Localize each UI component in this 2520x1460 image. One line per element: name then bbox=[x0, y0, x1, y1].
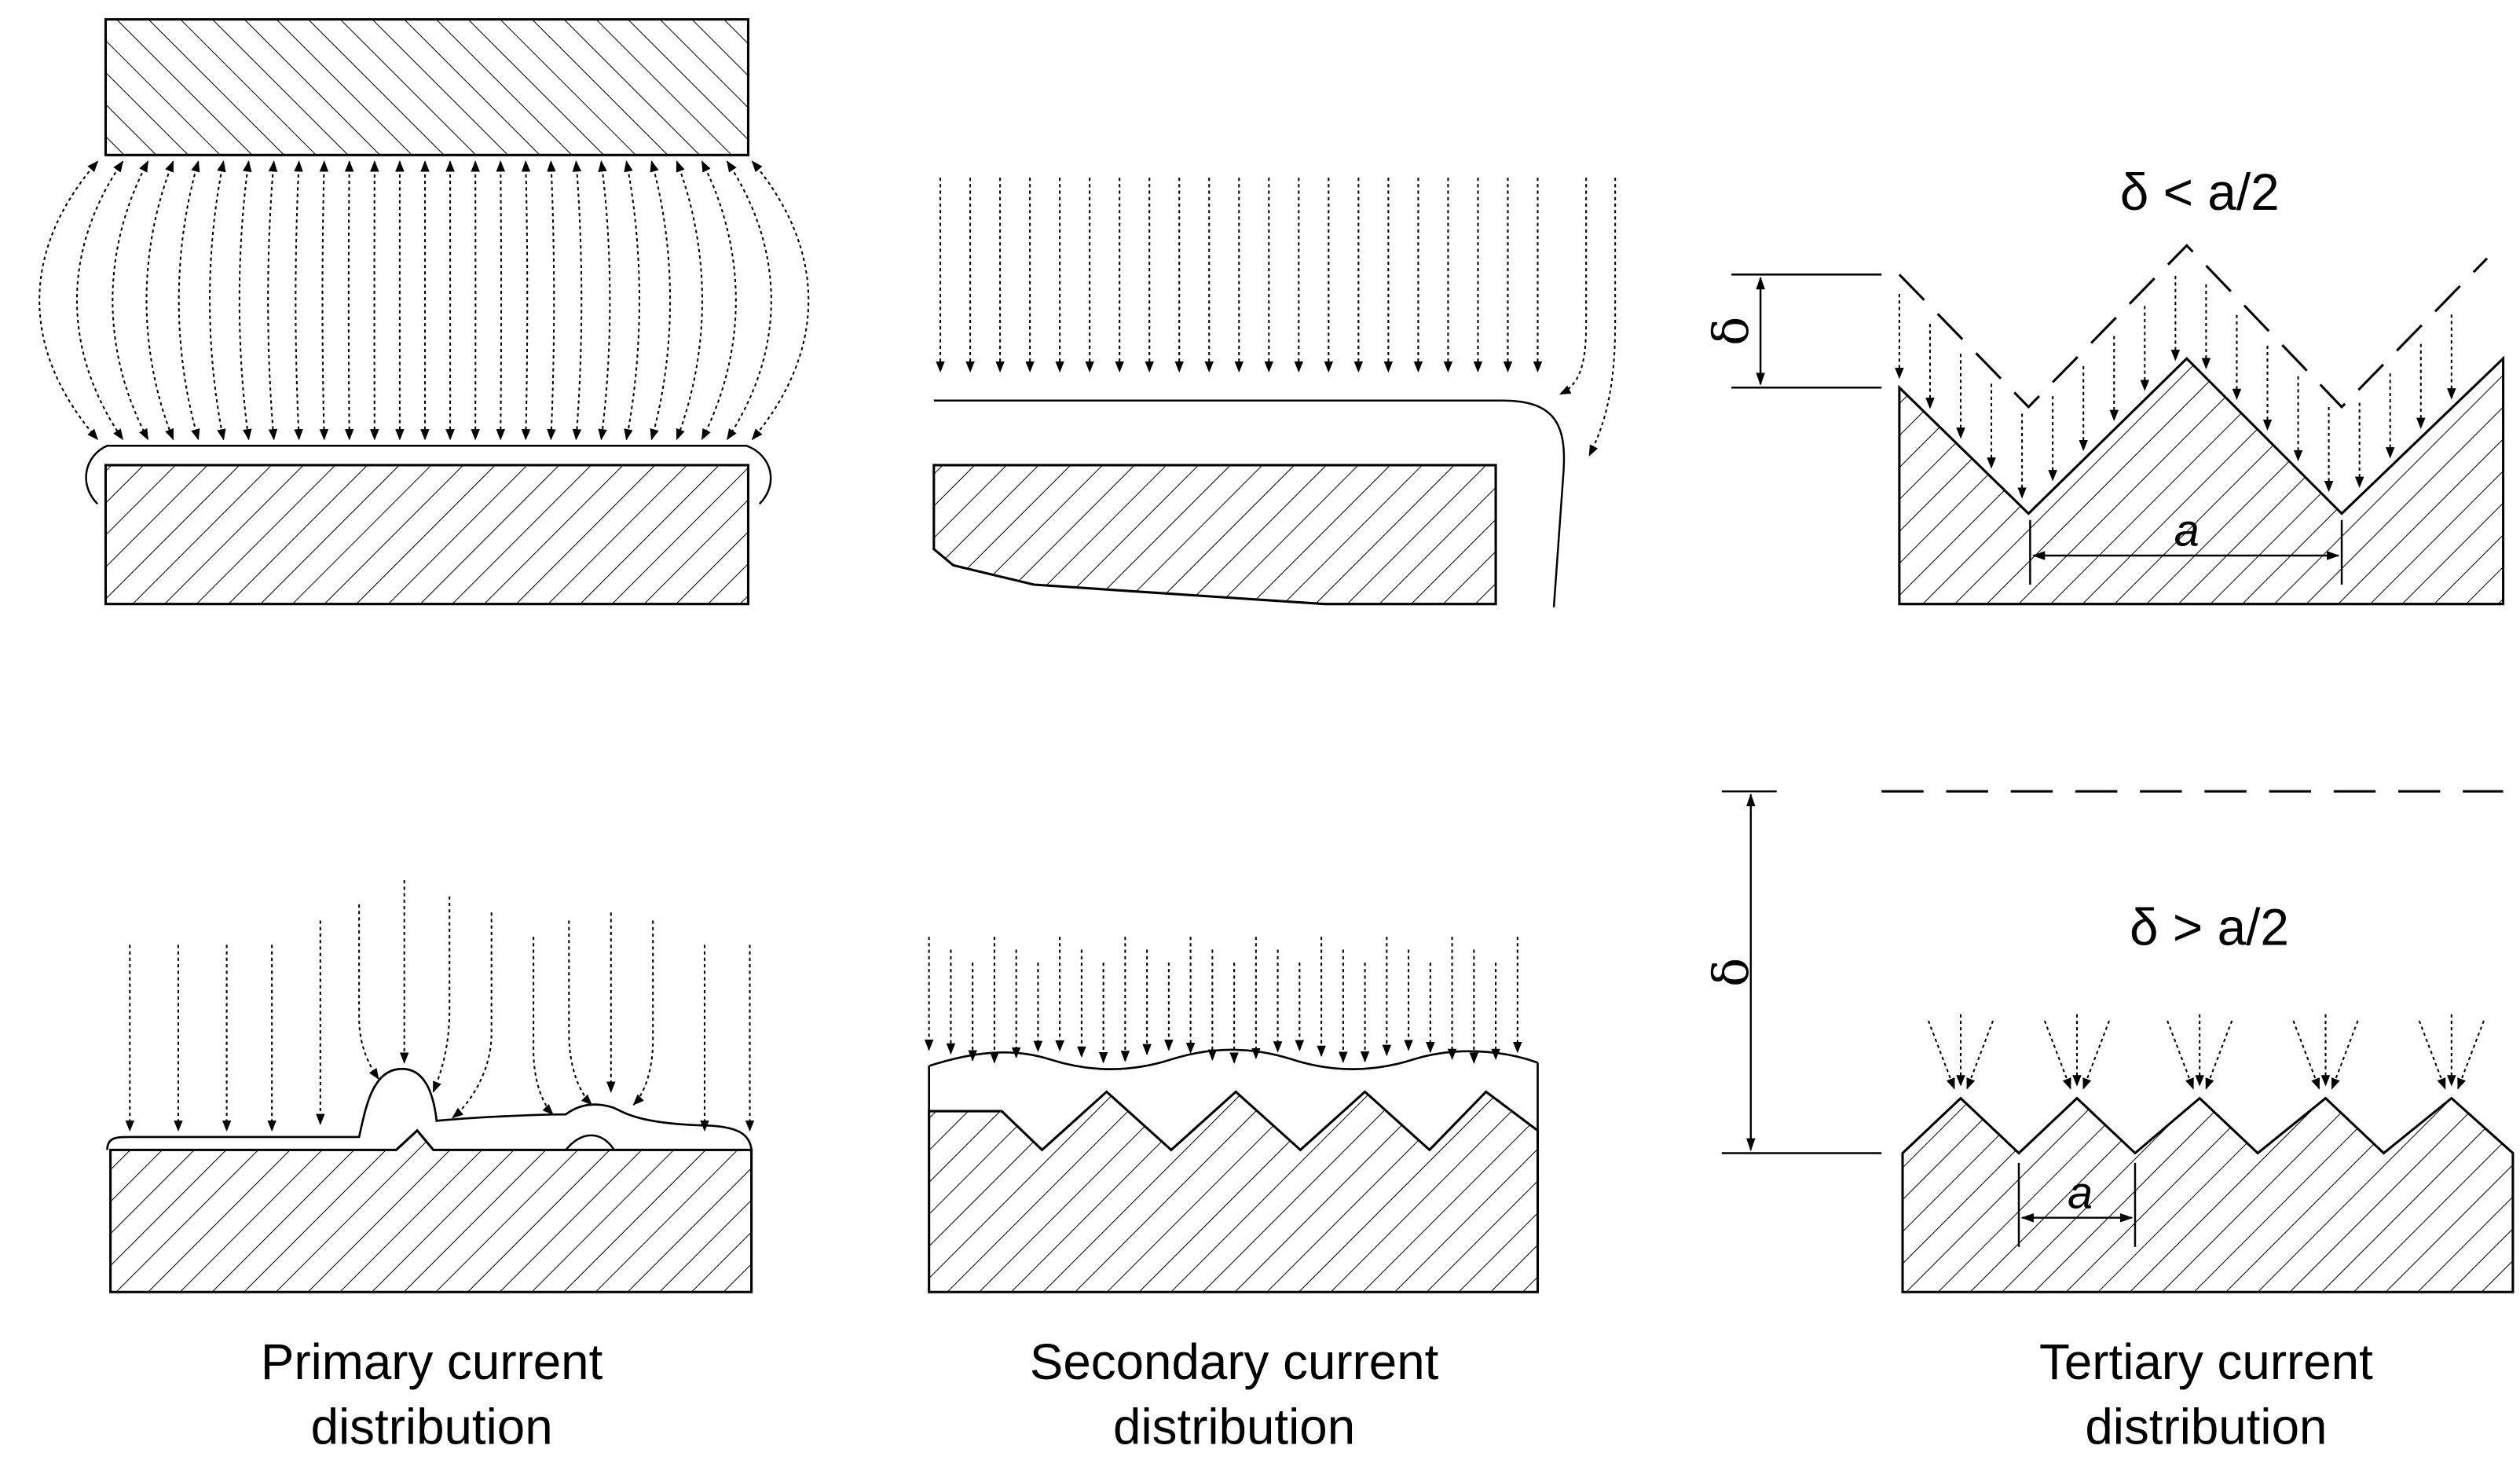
tertiary-top-electrode bbox=[1898, 355, 2505, 606]
current-line-arrow bbox=[2205, 1020, 2233, 1090]
primary-deposit-profile bbox=[106, 1068, 753, 1150]
secondary-smooth-boundary bbox=[929, 1048, 1538, 1070]
primary-deposit-inner bbox=[110, 1128, 752, 1151]
secondary-top-panel bbox=[932, 178, 1617, 607]
current-line-arrow bbox=[598, 160, 611, 441]
current-line-arrow bbox=[267, 160, 278, 441]
primary-anode-block bbox=[104, 18, 750, 156]
current-line-arrow bbox=[572, 160, 583, 441]
current-line-arrow bbox=[1966, 1020, 1994, 1090]
current-line-arrow bbox=[547, 160, 556, 441]
current-line-arrow bbox=[521, 160, 531, 441]
spacing-label-top: a bbox=[2174, 506, 2200, 556]
current-line-arrow bbox=[2167, 1020, 2194, 1090]
current-line-arrow bbox=[38, 160, 99, 441]
secondary-bottom-panel: Secondary current distribution bbox=[924, 937, 1540, 1454]
delta-label-bottom: δ bbox=[1703, 958, 1760, 987]
secondary-bottom-field-lines bbox=[924, 937, 1522, 1064]
current-line-arrow bbox=[452, 912, 493, 1119]
secondary-caption-line2: distribution bbox=[1113, 1398, 1355, 1454]
primary-field-lines bbox=[38, 160, 810, 441]
current-line-arrow bbox=[496, 160, 506, 441]
current-line-arrow bbox=[676, 160, 703, 441]
primary-bottom-field-lines bbox=[125, 880, 755, 1132]
delta-dimension-bottom: δ bbox=[1703, 790, 1882, 1154]
secondary-diffusion-boundary bbox=[933, 399, 1566, 607]
tertiary-top-field-lines bbox=[1895, 276, 2456, 499]
current-line-arrow bbox=[2292, 1020, 2320, 1090]
tertiary-caption-line1: Tertiary current bbox=[2039, 1333, 2373, 1390]
tertiary-top-boundary-dashed bbox=[1898, 244, 2489, 409]
current-line-arrow bbox=[568, 920, 593, 1106]
current-line-arrow bbox=[294, 160, 303, 441]
primary-caption-line1: Primary current bbox=[261, 1333, 603, 1390]
current-line-arrow bbox=[2418, 1020, 2446, 1090]
current-line-arrow bbox=[533, 937, 554, 1116]
tertiary-bottom-condition: δ > a/2 bbox=[2130, 897, 2289, 956]
delta-label-top: δ bbox=[1703, 317, 1760, 346]
current-line-arrow bbox=[112, 160, 149, 441]
spacing-dimension-top: a bbox=[2029, 506, 2343, 585]
primary-top-panel bbox=[38, 18, 810, 606]
current-line-arrow bbox=[344, 160, 354, 441]
tertiary-top-condition: δ < a/2 bbox=[2120, 163, 2280, 221]
secondary-caption-line1: Secondary current bbox=[1030, 1333, 1439, 1390]
current-line-arrow bbox=[1588, 178, 1617, 457]
current-line-arrow bbox=[76, 160, 124, 441]
primary-bottom-panel: Primary current distribution bbox=[106, 880, 755, 1454]
primary-deposit-layer bbox=[85, 445, 772, 505]
tertiary-bottom-electrode bbox=[1901, 1096, 2515, 1293]
secondary-electrode-block bbox=[932, 464, 1497, 606]
primary-rough-electrode bbox=[109, 1128, 753, 1293]
spacing-dimension-bottom: a bbox=[2017, 1162, 2137, 1247]
current-line-arrow bbox=[319, 160, 329, 441]
primary-cathode-block bbox=[104, 464, 750, 606]
current-line-arrow bbox=[726, 160, 772, 441]
tertiary-bottom-panel: δ > a/2 δ a Tertiary current distributio… bbox=[1703, 790, 2515, 1454]
tertiary-caption-line2: distribution bbox=[2085, 1398, 2327, 1454]
current-line-arrow bbox=[1927, 1020, 1955, 1090]
current-line-arrow bbox=[751, 160, 810, 441]
secondary-electrode-outline bbox=[928, 1062, 1539, 1293]
current-line-arrow bbox=[624, 160, 640, 441]
current-line-arrow bbox=[2457, 1020, 2485, 1090]
current-line-arrow bbox=[2043, 1020, 2071, 1090]
current-line-arrow bbox=[650, 160, 672, 441]
current-line-arrow bbox=[2331, 1020, 2359, 1090]
delta-dimension-top: δ bbox=[1703, 273, 1882, 389]
tertiary-bottom-field-lines bbox=[1927, 1014, 2485, 1090]
primary-caption-line2: distribution bbox=[311, 1398, 553, 1454]
current-line-arrow bbox=[2082, 1020, 2111, 1090]
current-line-arrow bbox=[145, 160, 174, 441]
tertiary-top-panel: δ < a/2 δ a bbox=[1703, 163, 2505, 606]
current-line-arrow bbox=[358, 904, 379, 1080]
current-line-arrow bbox=[632, 920, 654, 1106]
current-line-arrow bbox=[238, 160, 252, 441]
current-line-arrow bbox=[209, 160, 226, 441]
current-line-arrow bbox=[701, 160, 737, 441]
secondary-rough-electrode bbox=[928, 1090, 1540, 1293]
current-line-arrow bbox=[178, 160, 200, 441]
current-line-arrow bbox=[1559, 178, 1588, 395]
spacing-label-bottom: a bbox=[2068, 1168, 2093, 1218]
secondary-top-field-lines bbox=[936, 178, 1617, 457]
current-line-arrow bbox=[432, 896, 451, 1093]
